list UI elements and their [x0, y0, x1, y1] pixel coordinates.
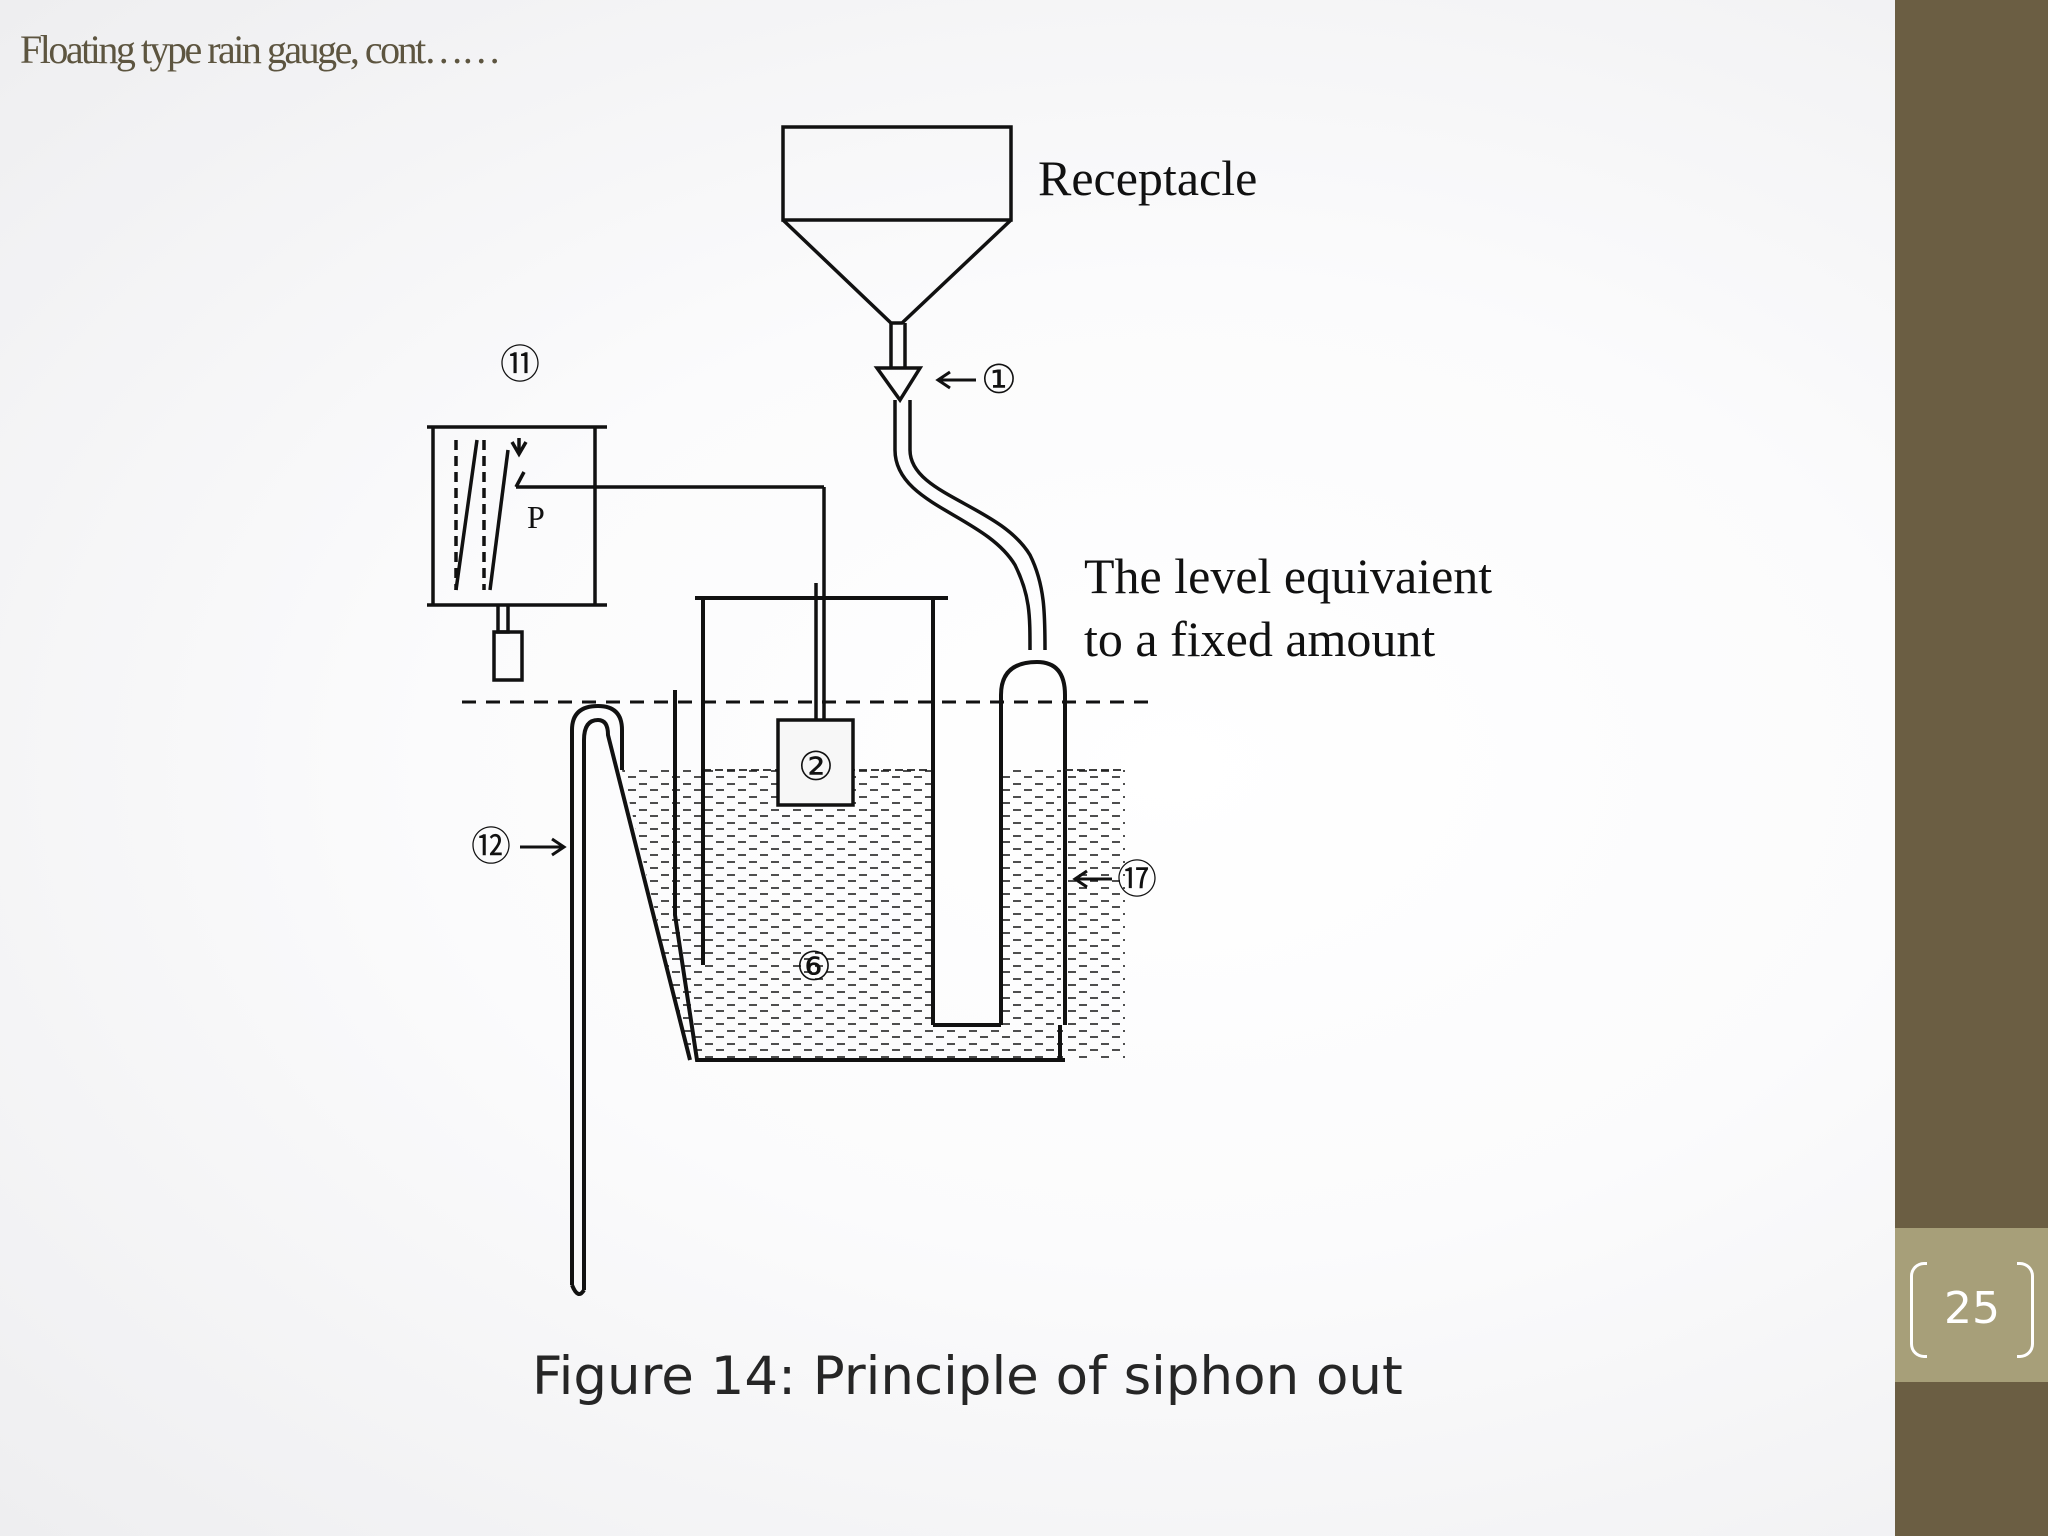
recording-drum	[427, 425, 607, 682]
label-number-12: ⑫	[471, 824, 511, 869]
label-level-line2: to a fixed amount	[1084, 611, 1435, 667]
slide-canvas	[0, 0, 1895, 1536]
float	[776, 583, 855, 807]
tank-water	[622, 769, 1125, 1060]
page-number-bracket-right	[2017, 1262, 2034, 1358]
siphon-rain-gauge-diagram: Receptacle The level equivaient to a fix…	[427, 125, 1492, 1296]
label-number-2: ②	[798, 744, 834, 789]
label-receptacle: Receptacle	[1038, 150, 1257, 206]
label-number-17: ⑰	[1117, 857, 1157, 902]
inflow-tube	[893, 400, 1047, 651]
float-chamber-tank	[673, 596, 1065, 1062]
figure-caption: Figure 14: Principle of siphon out	[532, 1346, 1403, 1407]
label-number-11: ⑪	[500, 342, 540, 387]
pen-arm	[514, 471, 826, 583]
inlet-funnel	[873, 366, 924, 404]
page-number: 25	[1944, 1283, 2000, 1334]
slide-title: Floating type rain gauge, cont……	[20, 27, 501, 72]
label-pen: P	[527, 499, 545, 535]
label-number-6: ⑥	[796, 944, 832, 989]
label-number-1: ①	[981, 357, 1017, 402]
label-level-line1: The level equivaient	[1084, 548, 1492, 604]
receptacle	[781, 125, 1013, 368]
outer-siphon-tube	[570, 703, 692, 1296]
page-number-bracket-left	[1910, 1262, 1927, 1358]
callout-arrows	[520, 370, 1112, 889]
inner-siphon-tube	[999, 659, 1067, 1025]
